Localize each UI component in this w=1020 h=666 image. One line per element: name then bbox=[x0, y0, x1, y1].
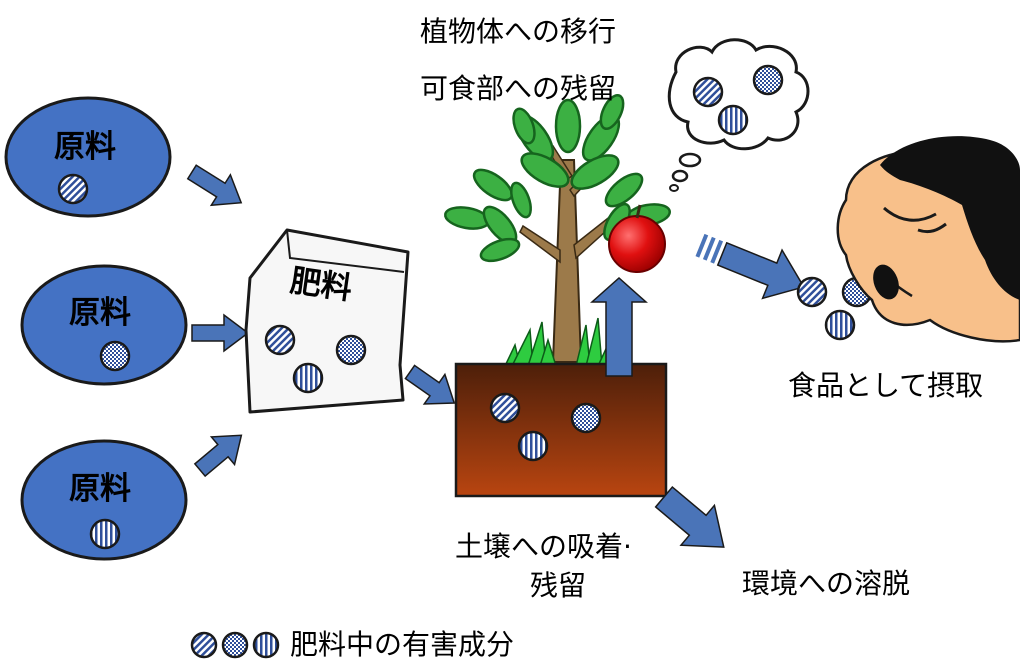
leach-label: 環境への溶脱 bbox=[742, 567, 911, 600]
vertical-stripe-icon bbox=[292, 362, 324, 394]
vertical-stripe-icon bbox=[717, 104, 749, 136]
raw-material-ellipse-1 bbox=[4, 96, 172, 218]
raw-material-ellipse-3 bbox=[20, 439, 188, 561]
arrow-raw-to-fertilizer-1 bbox=[186, 164, 243, 207]
fertilizer-bag bbox=[244, 228, 410, 414]
diagonal-stripe-icon bbox=[190, 631, 218, 659]
arrow-raw-to-fertilizer-2 bbox=[191, 313, 250, 353]
arrow-soil-to-plant bbox=[590, 276, 648, 377]
fertilizer-label: 肥料 bbox=[287, 262, 355, 308]
raw-material-label-1: 原料 bbox=[54, 129, 116, 165]
person-mouth bbox=[873, 264, 899, 300]
arrow-soil-to-environment bbox=[654, 485, 725, 548]
transfer-label: 植物体への移行 bbox=[420, 15, 617, 48]
arrow-raw-to-fertilizer-3 bbox=[193, 434, 243, 478]
diagonal-stripe-icon bbox=[489, 392, 521, 424]
residue-label: 可食部への残留 bbox=[420, 72, 617, 105]
diagonal-stripe-icon bbox=[264, 324, 296, 356]
apple bbox=[608, 204, 666, 273]
person-face bbox=[836, 136, 1020, 343]
raw-material-label-3: 原料 bbox=[69, 471, 131, 507]
vertical-stripe-icon bbox=[517, 430, 549, 462]
checker-pattern-icon bbox=[752, 64, 784, 96]
soil-label-line1: 土壌への吸着· bbox=[455, 530, 632, 563]
raw-material-label-2: 原料 bbox=[69, 295, 131, 331]
diagonal-stripe-icon bbox=[692, 76, 724, 108]
soil-block bbox=[454, 362, 668, 498]
checker-pattern-icon bbox=[221, 631, 249, 659]
arrow-fertilizer-to-soil bbox=[404, 364, 456, 405]
soil-label-line2: 残留 bbox=[530, 569, 587, 602]
diagonal-stripe-icon bbox=[57, 173, 89, 205]
vertical-stripe-icon bbox=[89, 518, 121, 550]
vertical-stripe-icon bbox=[824, 309, 856, 341]
legend-label: 肥料中の有害成分 bbox=[290, 628, 515, 661]
checker-pattern-icon bbox=[99, 340, 131, 372]
raw-material-ellipse-2 bbox=[20, 264, 188, 386]
intake-label: 食品として摂取 bbox=[788, 369, 984, 402]
thought-bubble bbox=[667, 38, 810, 192]
checker-pattern-icon bbox=[335, 334, 367, 366]
diagonal-stripe-icon bbox=[796, 276, 828, 308]
vertical-stripe-icon bbox=[252, 631, 280, 659]
checker-pattern-icon bbox=[570, 402, 602, 434]
arrow-apple-to-person bbox=[695, 233, 805, 300]
